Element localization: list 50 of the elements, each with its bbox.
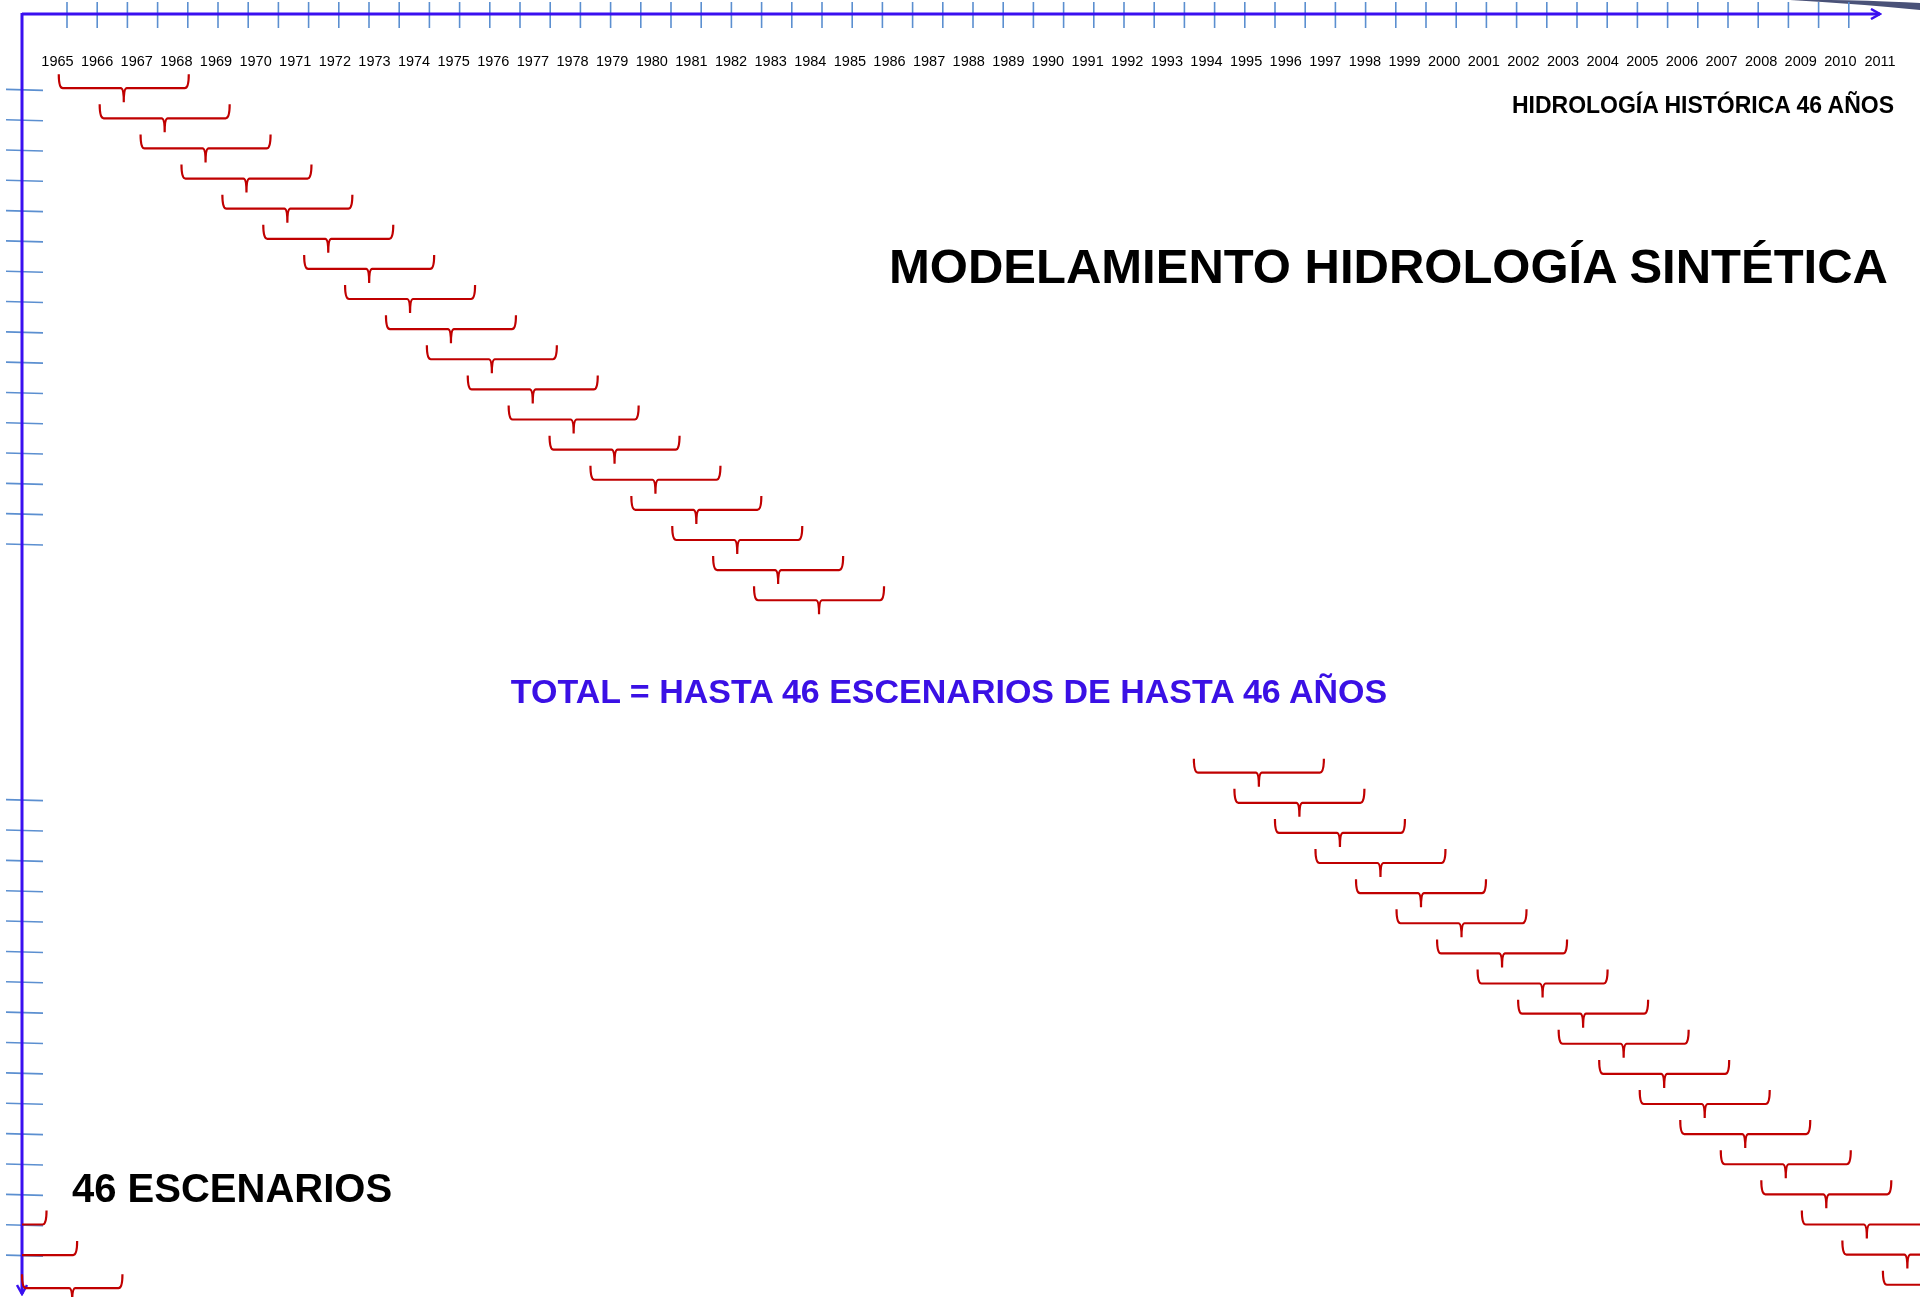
year-label: 1970 [239,54,272,69]
year-label: 1977 [516,54,550,69]
year-label: 1989 [992,54,1025,69]
year-label: 2007 [1705,54,1738,69]
year-label: 1993 [1150,54,1183,69]
year-label: 2010 [1824,54,1857,69]
year-label: 1994 [1190,54,1223,69]
year-label: 1997 [1309,54,1342,69]
year-label: 2006 [1665,54,1698,69]
year-label: 1984 [794,54,827,69]
year-label: 1985 [833,54,866,69]
year-label: 1990 [1031,54,1065,69]
year-label: 2004 [1586,54,1619,69]
year-label: 1980 [635,54,668,69]
year-label: 2002 [1507,54,1540,69]
year-label: 1972 [318,54,351,69]
year-label: 1992 [1111,54,1144,69]
year-label: 2008 [1745,54,1778,69]
year-label: 1998 [1348,54,1382,69]
year-label: 1976 [477,54,510,69]
year-label: 2005 [1626,54,1659,69]
year-label: 1987 [913,54,946,69]
year-label: 2011 [1864,54,1896,69]
year-label: 1996 [1269,54,1302,69]
year-label: 1999 [1388,54,1421,69]
year-label: 1991 [1071,54,1104,69]
year-label: 1969 [199,54,233,69]
axis-caption: 46 ESCENARIOS [72,1168,393,1208]
year-label: 1968 [160,54,193,69]
year-label: 1983 [754,54,787,69]
year-label: 1979 [596,54,629,69]
year-label: 1965 [41,54,74,69]
year-label: 1974 [397,54,431,69]
year-label: 1995 [1229,54,1263,69]
year-label: 1986 [873,54,906,69]
year-label: 1982 [714,54,748,69]
year-label: 2001 [1467,54,1500,69]
title: MODELAMIENTO HIDROLOGÍA SINTÉTICA [888,242,1888,291]
year-label: 1966 [81,54,114,69]
year-label: 1971 [279,54,312,69]
year-label: 2000 [1428,54,1461,69]
year-label: 1975 [437,54,470,69]
year-label: 1981 [675,54,708,69]
year-label: 2009 [1784,54,1817,69]
year-label: 2003 [1546,54,1580,69]
year-label: 1978 [556,54,589,69]
year-label: 1967 [120,54,153,69]
year-label: 1973 [358,54,391,69]
year-label: 1988 [952,54,985,69]
summary-text: TOTAL = HASTA 46 ESCENARIOS DE HASTA 46 AÑOS [510,674,1388,708]
